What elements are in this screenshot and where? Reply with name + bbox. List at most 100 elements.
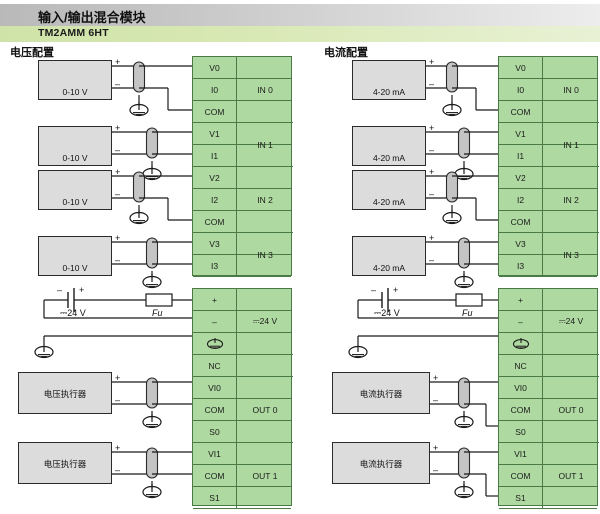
terminal-group-label: IN 0 — [237, 57, 293, 123]
terminal-row[interactable]: I0 — [193, 79, 291, 101]
terminal-row[interactable]: + — [193, 289, 291, 311]
fuse-label: Fu — [152, 308, 163, 318]
terminal-row[interactable]: V0 — [193, 57, 291, 79]
terminal-label: COM — [499, 465, 543, 486]
terminal-row[interactable]: – — [499, 311, 597, 333]
terminal-row[interactable]: V2 — [193, 167, 291, 189]
sensor-label: 4-20 mA — [372, 263, 406, 273]
plus-sign: + — [115, 443, 121, 453]
terminal-label: VI0 — [499, 377, 543, 398]
actuator-box-1: 电压执行器 — [18, 442, 112, 484]
terminal-row[interactable]: V3 — [193, 233, 291, 255]
terminal-group-label: OUT 1 — [252, 471, 278, 481]
terminal-group-label: OUT 1 — [558, 471, 584, 481]
terminal-row[interactable]: I2 — [499, 189, 597, 211]
terminal-row[interactable]: VI0 — [499, 377, 597, 399]
terminal-label: I3 — [193, 255, 237, 276]
supply-plus-sign: + — [393, 285, 399, 295]
terminal-row[interactable]: COM — [499, 465, 597, 487]
minus-sign: – — [429, 79, 435, 89]
actuator-label: 电压执行器 — [43, 389, 87, 399]
terminal-row[interactable]: COM — [193, 465, 291, 487]
minus-sign: – — [115, 79, 121, 89]
power-supply-wiring — [348, 288, 498, 359]
terminal-row[interactable]: V1 — [499, 123, 597, 145]
terminal-row[interactable]: S1 — [499, 487, 597, 509]
plus-sign: + — [433, 443, 439, 453]
terminal-label: + — [193, 289, 237, 310]
terminal-label: COM — [193, 101, 237, 122]
sensor-box-2: 0-10 V — [38, 170, 112, 210]
terminal-label: I1 — [499, 145, 543, 166]
terminal-row[interactable]: V1 — [193, 123, 291, 145]
terminal-group-label: ⎓24 V — [237, 289, 293, 355]
terminal-label: I3 — [499, 255, 543, 276]
sensor-box-3: 0-10 V — [38, 236, 112, 276]
terminal-label: VI1 — [193, 443, 237, 464]
terminal-label: COM — [193, 399, 237, 420]
terminal-label: V1 — [499, 123, 543, 144]
terminal-row[interactable]: S1 — [193, 487, 291, 509]
terminal-group-label — [237, 355, 293, 377]
terminal-row[interactable]: V2 — [499, 167, 597, 189]
terminal-group-label: OUT 0 — [237, 377, 293, 443]
terminal-label: V3 — [193, 233, 237, 254]
terminal-row[interactable]: I3 — [193, 255, 291, 277]
terminal-row[interactable]: I2 — [193, 189, 291, 211]
terminal-label: COM — [193, 211, 237, 232]
terminal-row[interactable]: I3 — [499, 255, 597, 277]
plus-sign: + — [433, 373, 439, 383]
plus-sign: + — [429, 233, 435, 243]
terminal-row[interactable]: V0 — [499, 57, 597, 79]
sensor-box-1: 4-20 mA — [352, 126, 426, 166]
terminal-label: – — [193, 311, 237, 332]
plus-sign: + — [115, 373, 121, 383]
sensor-wiring-1 — [61, 127, 192, 181]
terminal-label: S0 — [499, 421, 543, 442]
terminal-label: NC — [193, 355, 237, 376]
plus-sign: + — [115, 233, 121, 243]
minus-sign: – — [115, 395, 121, 405]
terminal-row[interactable]: + — [499, 289, 597, 311]
terminal-row[interactable]: I0 — [499, 79, 597, 101]
terminal-group-label: IN 2 — [237, 167, 293, 233]
terminal-label: VI1 — [499, 443, 543, 464]
terminal-label: I0 — [193, 79, 237, 100]
plus-sign: + — [429, 57, 435, 67]
terminal-row[interactable]: VI0 — [193, 377, 291, 399]
supply-voltage-value: 24 V — [67, 308, 86, 318]
power-supply-wiring — [34, 288, 192, 359]
sensor-wiring-1 — [376, 127, 498, 181]
module-title: 输入/输出混合模块 — [38, 10, 146, 25]
fuse-label: Fu — [462, 308, 473, 318]
sensor-label: 4-20 mA — [372, 153, 406, 163]
terminal-row[interactable]: VI1 — [499, 443, 597, 465]
actuator-box-0: 电流执行器 — [332, 372, 430, 414]
terminal-group-label: IN 0 — [543, 57, 599, 123]
sensor-label: 4-20 mA — [372, 197, 406, 207]
sensor-wiring-3 — [376, 237, 498, 289]
sensor-wiring-0 — [61, 61, 192, 117]
terminal-label: COM — [193, 465, 237, 486]
terminal-row[interactable]: COM — [193, 399, 291, 421]
terminal-row[interactable]: VI1 — [193, 443, 291, 465]
dc-symbol: ⎓ — [374, 308, 382, 318]
plus-sign: + — [115, 57, 121, 67]
sensor-label: 0-10 V — [62, 153, 88, 163]
supply-minus-sign: – — [371, 285, 377, 295]
terminal-row[interactable]: – — [193, 311, 291, 333]
terminal-label: COM — [499, 101, 543, 122]
plus-sign: + — [115, 167, 121, 177]
sensor-label: 4-20 mA — [372, 87, 406, 97]
supply-voltage-label: ⎓24 V — [374, 308, 400, 319]
terminal-group-label: IN 3 — [257, 250, 273, 260]
terminal-row[interactable]: COM — [499, 399, 597, 421]
terminal-label: I2 — [499, 189, 543, 210]
supply-voltage-value: 24 V — [381, 308, 400, 318]
terminal-row[interactable]: V3 — [499, 233, 597, 255]
actuator-label: 电流执行器 — [359, 389, 403, 399]
